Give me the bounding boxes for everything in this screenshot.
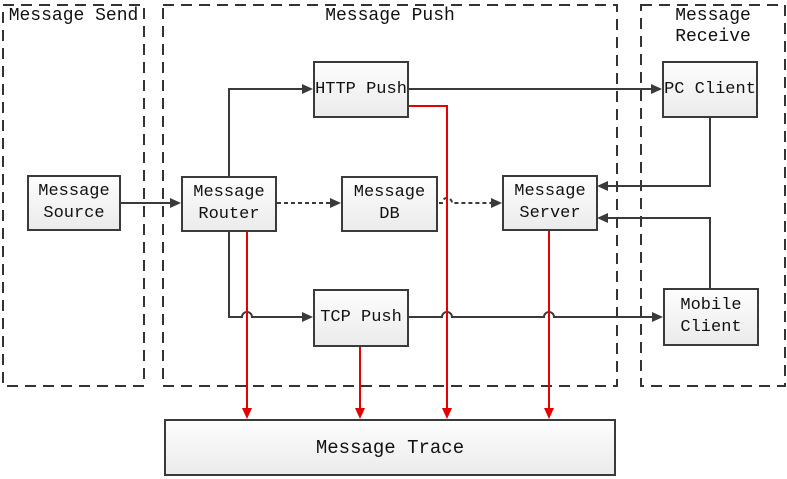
container-title-message-push: Message Push [325,6,455,26]
edge-mobile-client-to-server [597,213,711,288]
container-message-send [2,4,145,387]
node-message-db: Message DB [341,176,438,232]
container-message-push [162,4,618,387]
edge-tcp-push-to-mobile-client [409,311,663,322]
edge-pc-client-to-server [597,118,711,191]
node-message-trace: Message Trace [164,419,616,476]
edge-tcp-push-to-trace [355,347,365,419]
edge-router-to-trace [242,232,252,419]
node-tcp-push: TCP Push [313,289,409,347]
container-title-message-send: Message Send [8,6,139,26]
node-message-router: Message Router [181,176,277,232]
node-message-source: Message Source [27,175,121,231]
edge-http-push-to-trace [409,105,452,419]
node-pc-client: PC Client [662,61,758,118]
node-http-push: HTTP Push [313,61,409,118]
edge-server-to-trace [544,231,554,419]
container-message-receive [640,4,786,387]
edge-source-to-router [121,198,181,208]
edge-router-to-db [277,198,341,208]
edge-router-to-tcp-push [228,232,313,322]
edge-db-to-server [439,197,502,208]
node-mobile-client: Mobile Client [663,288,759,346]
edge-http-push-to-pc-client [409,84,662,94]
edge-router-to-http-push [228,84,313,176]
node-message-server: Message Server [502,175,598,231]
container-title-message-receive: Message Receive [675,6,751,47]
